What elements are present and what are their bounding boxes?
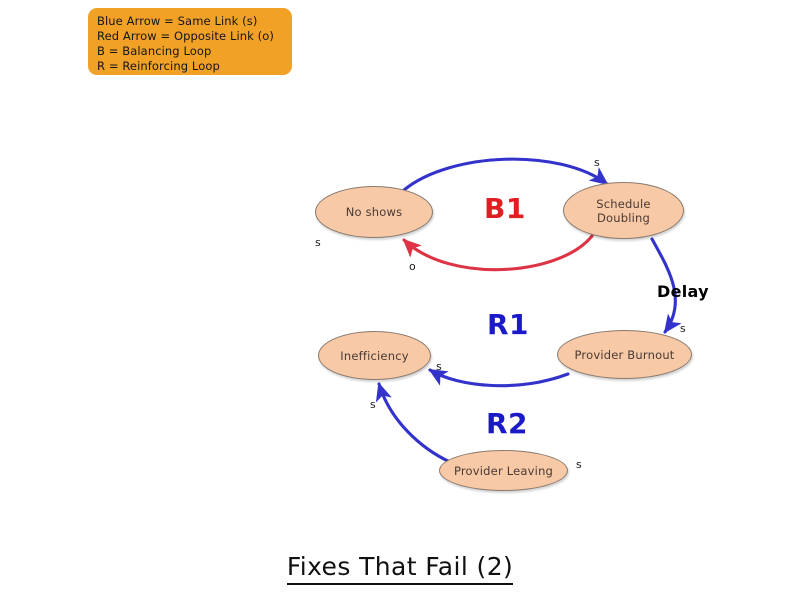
delay-annotation: Delay xyxy=(657,282,709,301)
loop-label-r1: R1 xyxy=(487,308,530,341)
link-label-schedule-to-burnout: s xyxy=(680,322,686,335)
legend-line-balancing-loop: B = Balancing Loop xyxy=(97,44,212,58)
node-provider-leaving[interactable]: Provider Leaving xyxy=(439,450,568,491)
node-schedule-doubling[interactable]: Schedule Doubling xyxy=(563,182,684,239)
page-title-text: Fixes That Fail (2) xyxy=(286,552,514,585)
node-provider-burnout[interactable]: Provider Burnout xyxy=(557,330,692,379)
node-schedule-doubling-label-line1: Schedule xyxy=(596,196,651,211)
link-label-schedule-to-no-shows: o xyxy=(409,260,416,273)
edge-provider-leaving-to-inefficiency xyxy=(375,382,452,464)
node-schedule-doubling-label-line2: Doubling xyxy=(596,210,651,225)
loop-label-r2: R2 xyxy=(486,407,529,440)
node-no-shows-label: No shows xyxy=(345,205,403,219)
link-label-burnout-to-inefficiency: s xyxy=(436,360,442,373)
node-provider-leaving-label: Provider Leaving xyxy=(453,463,554,478)
edge-schedule-doubling-to-no-shows xyxy=(402,234,594,272)
link-label-no-shows-to-schedule: s xyxy=(594,156,600,169)
node-no-shows[interactable]: No shows xyxy=(315,186,433,238)
legend-line-red-arrow: Red Arrow = Opposite Link (o) xyxy=(97,29,274,43)
node-inefficiency[interactable]: Inefficiency xyxy=(318,331,431,380)
legend-line-reinforcing-loop: R = Reinforcing Loop xyxy=(97,59,220,73)
loop-label-b1: B1 xyxy=(484,192,526,225)
link-label-leaving-to-inefficiency: s xyxy=(370,398,376,411)
node-provider-burnout-label: Provider Burnout xyxy=(574,347,675,362)
legend-box: Blue Arrow = Same Link (s) Red Arrow = O… xyxy=(88,8,292,75)
edge-no-shows-to-schedule-doubling xyxy=(402,157,609,192)
edge-schedule-doubling-to-provider-burnout xyxy=(650,237,682,334)
link-label-leaving-side: s xyxy=(576,458,582,471)
link-label-no-shows-side: s xyxy=(315,236,321,249)
node-inefficiency-label: Inefficiency xyxy=(340,348,409,363)
edge-provider-burnout-to-inefficiency xyxy=(428,368,570,388)
page-title: Fixes That Fail (2) xyxy=(0,552,800,585)
legend-line-blue-arrow: Blue Arrow = Same Link (s) xyxy=(97,14,258,28)
